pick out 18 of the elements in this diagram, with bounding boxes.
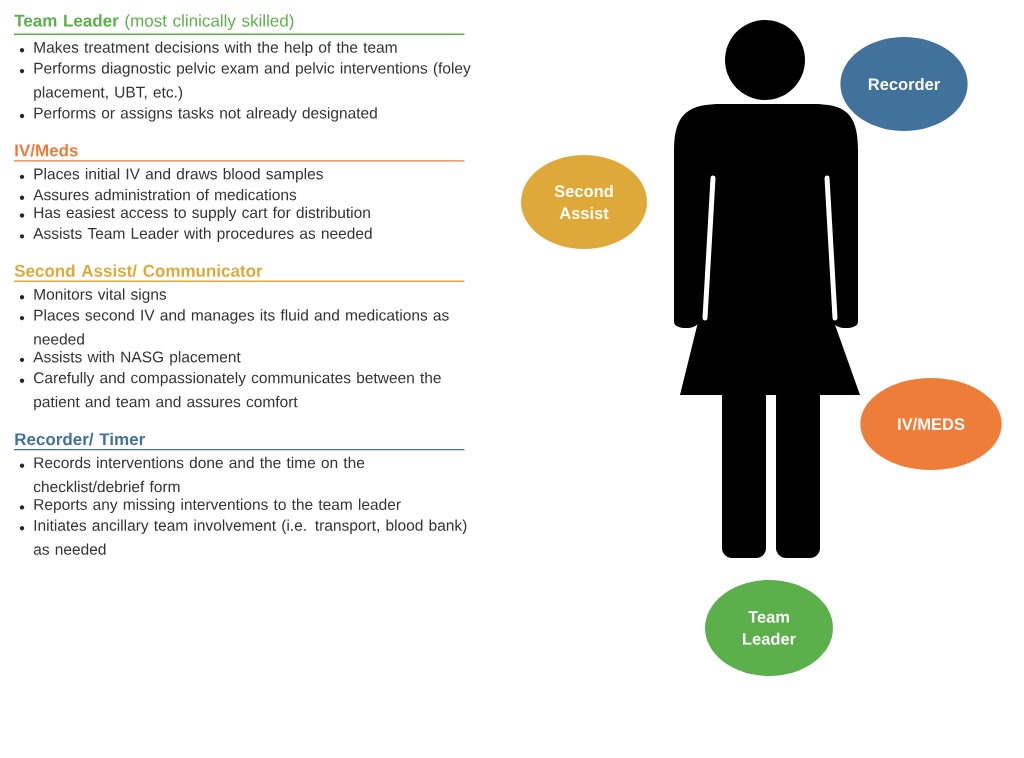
list-item: Places second IV and manages its fluid and medications as needed — [19, 309, 449, 345]
list-item: Performs or assigns tasks not already designated — [19, 107, 377, 122]
list-item: Assures administration of medications — [19, 188, 297, 201]
list-item: Performs diagnostic pelvic exam and pelvic interventions (foley placement, UBT, etc.) — [19, 62, 471, 101]
list-item: Reports any missing interventions to the team leader — [19, 498, 401, 514]
list-item: Monitors vital signs — [19, 288, 167, 303]
list-item: Makes treatment decisions with the help of the team — [19, 41, 397, 56]
list-item: Places initial IV and draws blood samples — [19, 168, 323, 183]
list-item: Has easiest access to supply cart for distribution — [19, 206, 370, 222]
section-heading: Second Assist/ Communicator — [13, 264, 466, 282]
list-item: Carefully and compassionately communicates between the patient and team and assures comfort — [19, 371, 441, 411]
list-item: Assists with NASG placement — [19, 351, 241, 366]
list-item: Initiates ancillary team involvement (i.e. transport, blood bank) as needed — [19, 519, 467, 555]
section-heading: Recorder/ Timer — [13, 432, 466, 451]
section-heading: Team Leader (most clinically skilled) — [13, 14, 466, 35]
list-item: Assists Team Leader with procedures as needed — [19, 227, 372, 242]
section-heading: IV/Meds — [13, 144, 466, 162]
list-item: Records interventions done and the time on the checklist/debrief form — [19, 456, 365, 493]
